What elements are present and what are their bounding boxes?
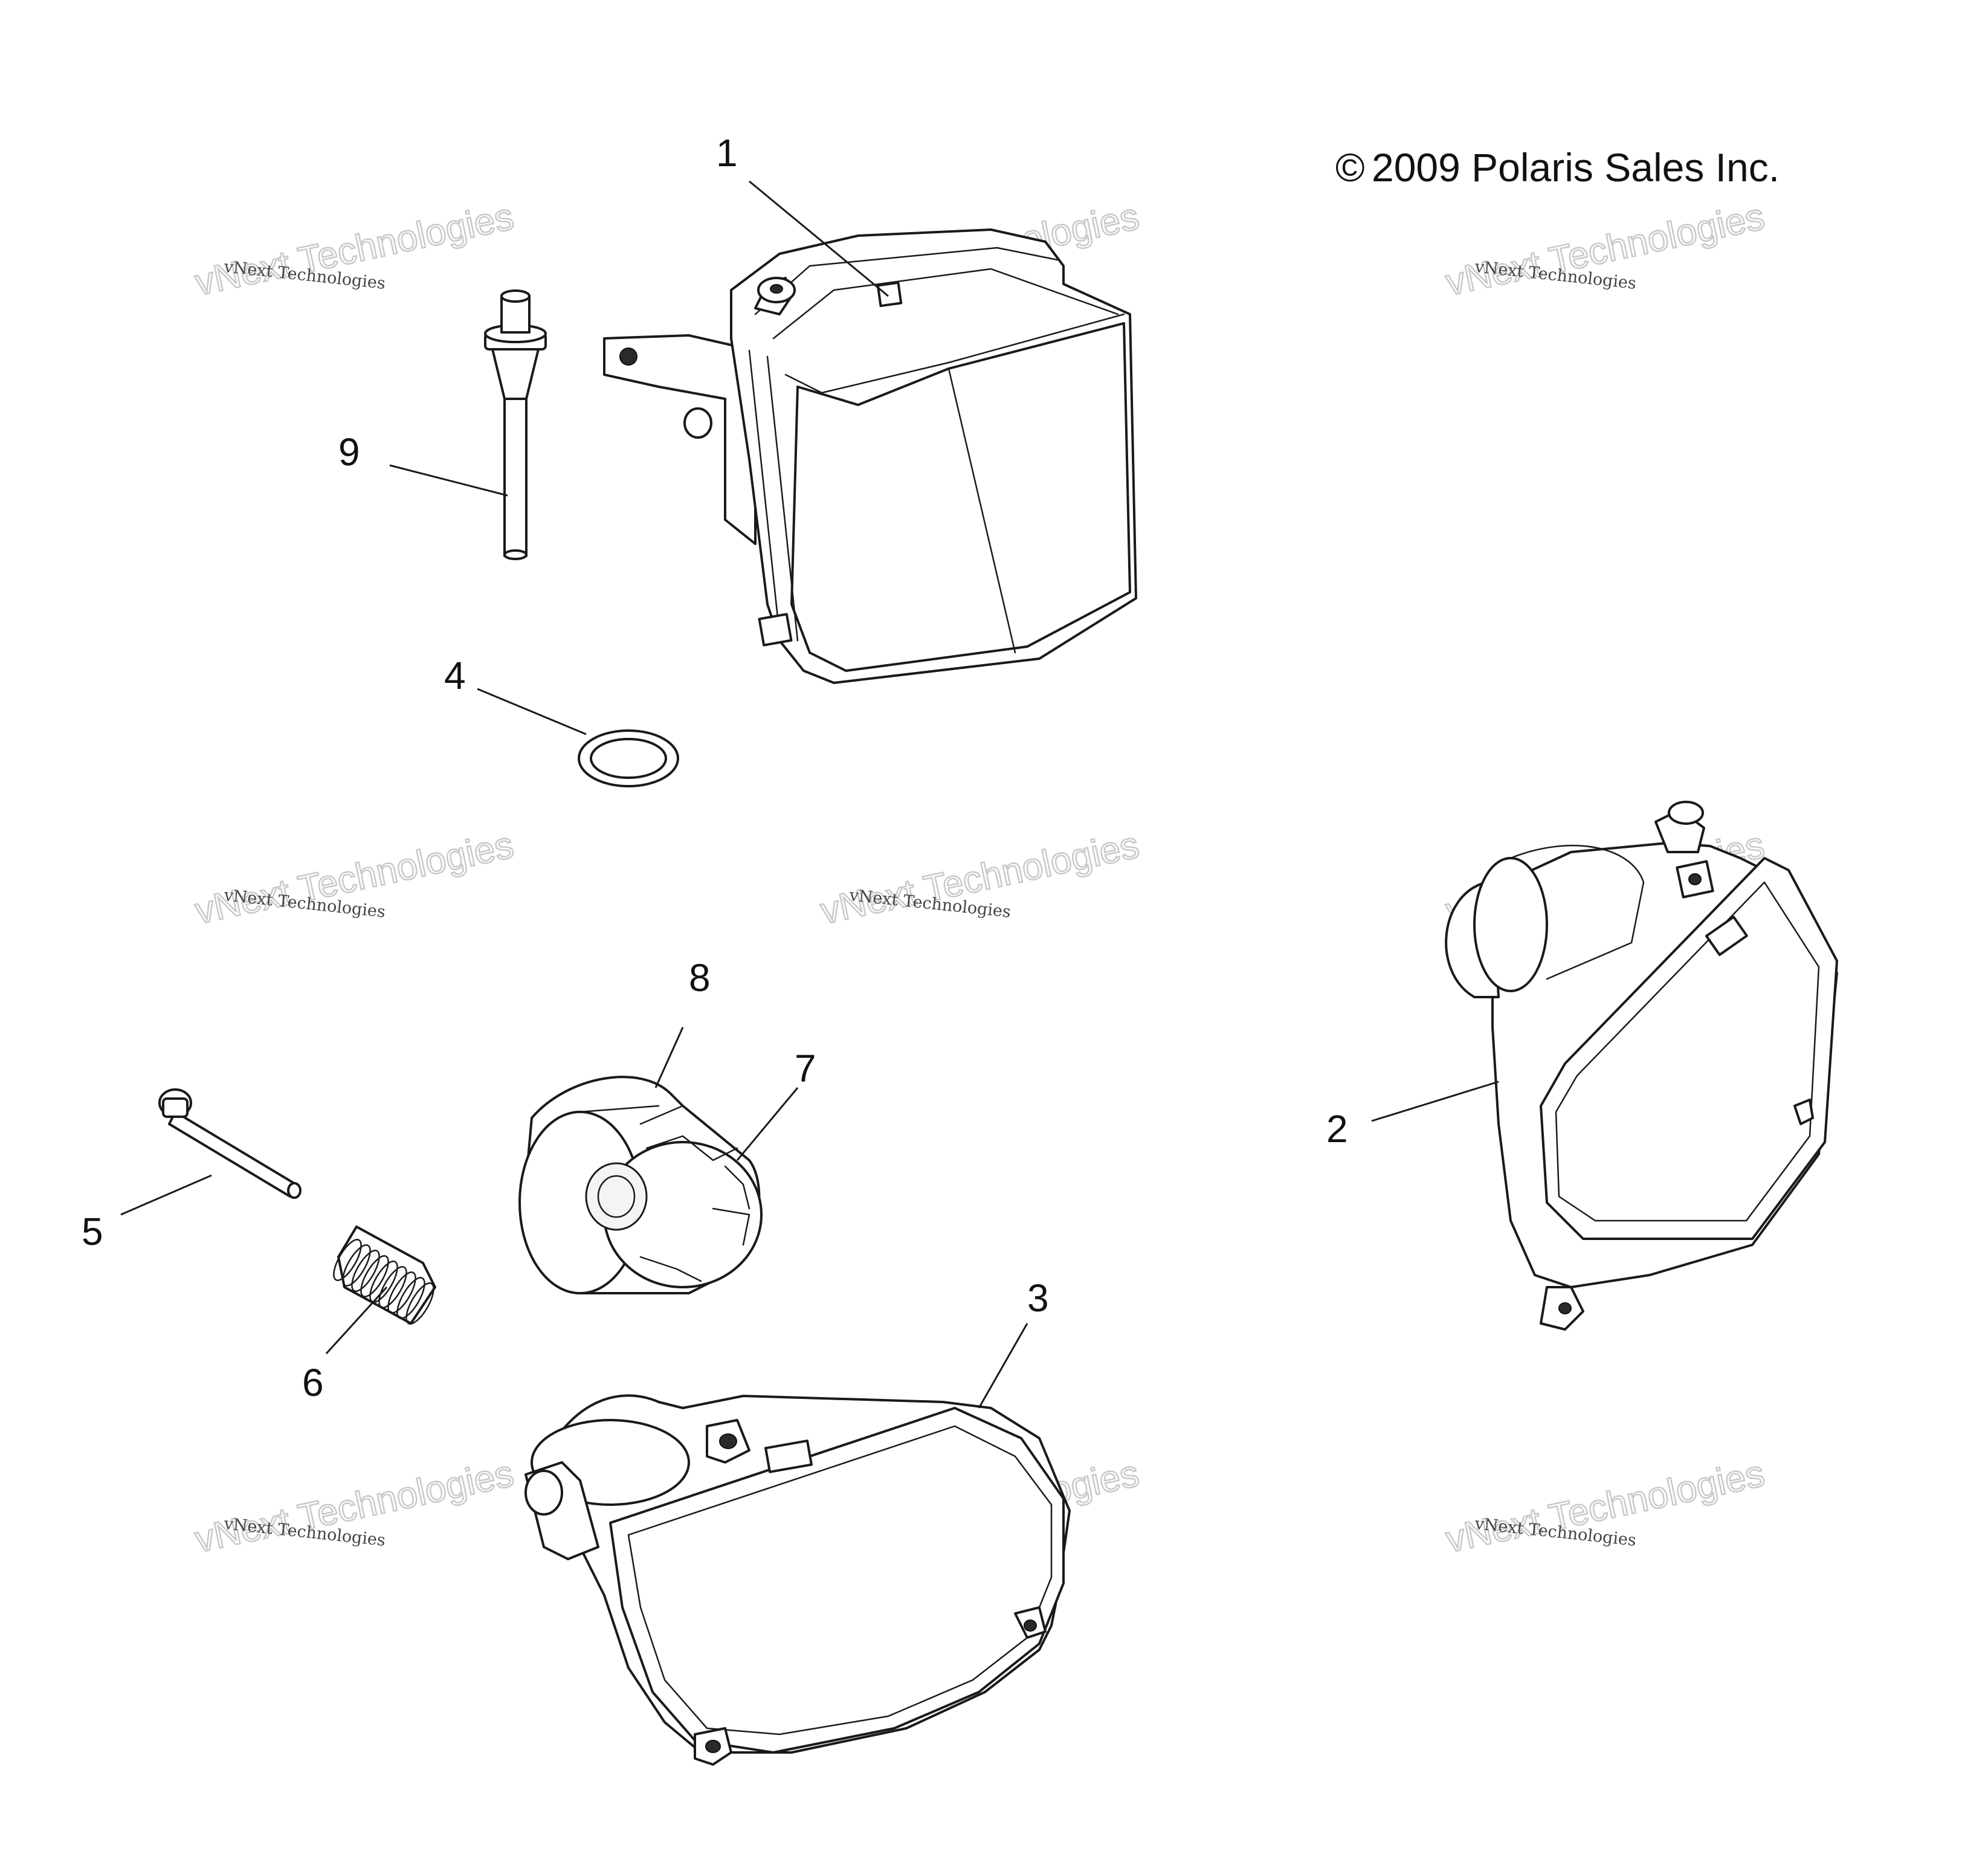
leader-7	[736, 1087, 799, 1161]
copyright-symbol: ©	[1335, 145, 1365, 190]
callout-8: 8	[689, 956, 711, 1000]
spring-coil	[342, 1244, 371, 1287]
part-9-pin[interactable]	[484, 289, 547, 560]
callout-9: 9	[338, 430, 360, 474]
leader-4	[477, 688, 587, 735]
leader-1	[749, 180, 889, 297]
callout-5: 5	[82, 1210, 103, 1253]
copyright-notice: © 2009 Polaris Sales Inc.	[1335, 145, 1780, 190]
callouts: 1 2 3 4 5 6 7 8 9	[82, 131, 1348, 1404]
leader-9	[389, 464, 508, 497]
spring-coils	[333, 1239, 434, 1325]
part-2-lamp-assembly[interactable]	[1445, 801, 1838, 1331]
copyright-text: 2009 Polaris Sales Inc.	[1372, 145, 1780, 190]
callout-1: 1	[716, 131, 738, 175]
spring-coil	[396, 1277, 425, 1319]
leader-lines	[120, 180, 1499, 1409]
leader-3	[978, 1323, 1028, 1409]
part-3-lamp-assembly[interactable]	[524, 1394, 1071, 1766]
callout-4: 4	[444, 654, 466, 697]
callout-6: 6	[302, 1361, 324, 1404]
leader-8	[654, 1027, 684, 1088]
callout-3: 3	[1027, 1276, 1049, 1320]
spring-coil	[360, 1255, 389, 1297]
spring-coil	[369, 1261, 398, 1303]
leader-6	[325, 1286, 388, 1355]
spring-coil	[333, 1239, 362, 1281]
part-7-lens-insert[interactable]	[585, 1135, 763, 1288]
part-1-lamp-housing[interactable]	[603, 228, 1137, 684]
spring-coil	[387, 1271, 416, 1314]
leader-5	[120, 1174, 212, 1216]
part-5-bolt[interactable]	[158, 1088, 302, 1199]
part-4-o-ring[interactable]	[578, 729, 679, 787]
leader-2	[1371, 1080, 1499, 1122]
part-6-spring[interactable]	[329, 1226, 439, 1328]
spring-coil	[405, 1282, 434, 1325]
spring-coil	[378, 1266, 407, 1308]
spring-coil	[351, 1250, 380, 1292]
callout-7: 7	[795, 1047, 816, 1090]
callout-2: 2	[1326, 1107, 1348, 1151]
